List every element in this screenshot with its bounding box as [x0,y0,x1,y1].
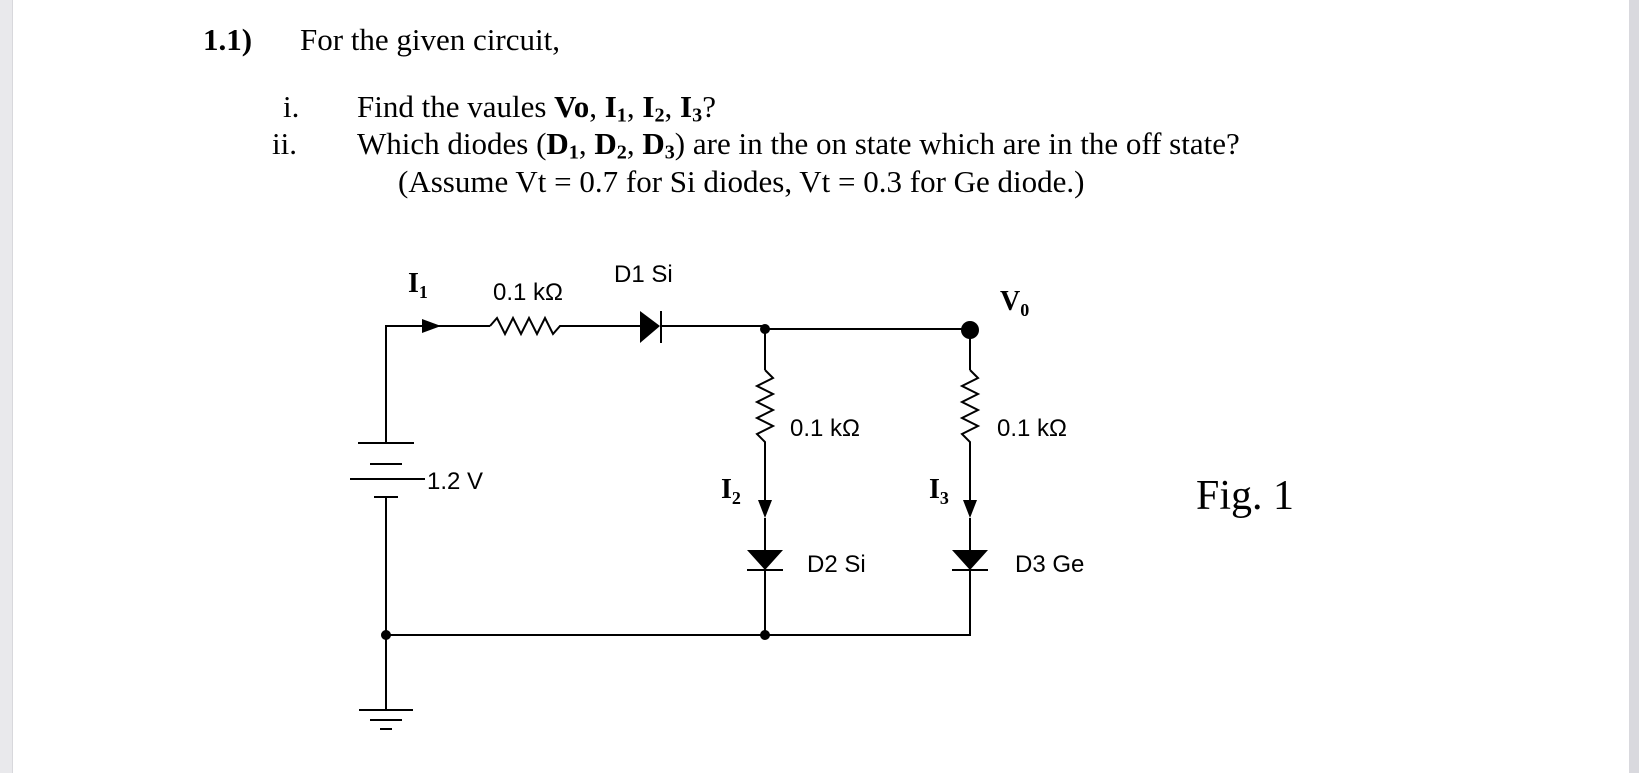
assumption-text: (Assume Vt = 0.7 for Si diodes, Vt = 0.3… [398,164,1085,199]
resistor-r3 [959,369,981,500]
diode-d2-symbol [747,518,783,571]
item-ii-suffix: ) are in the on state which are in the o… [674,126,1240,161]
resistor-r2 [754,369,776,500]
question-number: 1.1) [203,22,253,57]
item-ii-prefix: Which diodes ( [357,126,547,161]
node-bottom-left [381,630,391,640]
label-i2: I2 [721,474,741,508]
var-i2: I2 [642,89,665,127]
label-r1: 0.1 kΩ [493,279,563,306]
label-d3: D3 Ge [1015,551,1084,578]
wire-d3-bottom [765,565,971,636]
arrow-i2 [758,500,772,518]
arrow-i1 [422,319,441,333]
diode-d3-ref: D3 [642,126,675,164]
item-marker-i: i. [283,89,300,124]
question-title: For the given circuit, [300,22,560,57]
var-vo: Vo [554,89,590,124]
var-i1: I1 [604,89,627,127]
document-page [12,0,1630,773]
node-a [760,324,770,334]
battery-symbol [350,442,425,498]
label-i3: I3 [929,474,949,508]
diode-d1-ref: D1 [546,126,579,164]
item-i-prefix: Find the vaules [357,89,555,124]
label-vo: V0 [1000,286,1029,320]
diode-d3-symbol [952,518,988,571]
label-source: 1.2 V [427,468,483,495]
label-r3: 0.1 kΩ [997,415,1067,442]
figure-label: Fig. 1 [1196,473,1295,519]
label-d2: D2 Si [807,551,866,578]
ground-symbol [359,700,413,730]
wire-left-top [385,325,490,443]
label-r2: 0.1 kΩ [790,415,860,442]
node-vo [961,321,979,339]
diode-d1-symbol [640,311,662,343]
var-i3: I3 [680,89,703,127]
item-ii-text: Which diodes (D1, D2, D3) are in the on … [357,126,1240,164]
label-d1: D1 Si [614,261,673,288]
wire-top-right [660,325,971,333]
item-i-text: Find the vaules Vo, I1, I2, I3? [357,89,716,127]
label-i1: I1 [408,268,428,302]
resistor-r1 [489,315,640,337]
page-edge [1629,0,1639,773]
diode-d2-ref: D2 [594,126,627,164]
item-marker-ii: ii. [272,126,297,161]
arrow-i3 [963,500,977,518]
item-i-suffix: ? [702,89,716,124]
node-bottom-mid [760,630,770,640]
